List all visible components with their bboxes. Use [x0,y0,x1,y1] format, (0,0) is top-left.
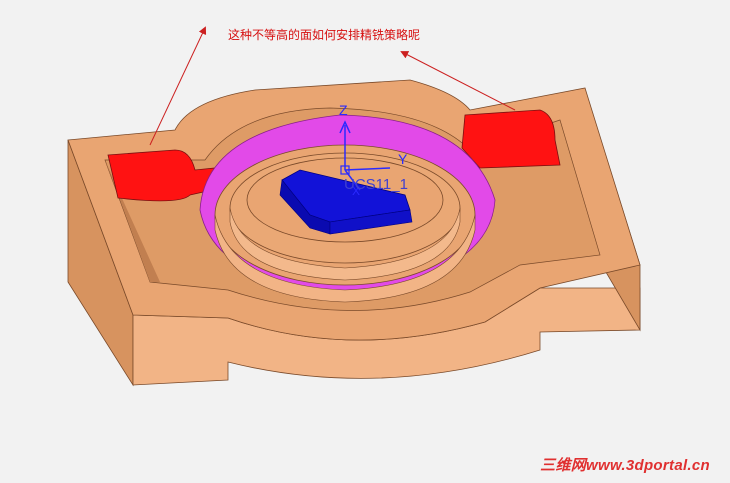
red-selected-faces[interactable] [107,109,561,202]
x-axis-line [344,169,361,191]
boss-inner-side[interactable] [229,207,461,281]
red-face-right[interactable] [461,109,561,169]
arrow-left-icon [149,26,207,146]
arrow-right-icon [400,51,516,111]
watermark: 三维网www.3dportal.cn [540,457,710,474]
annotation-arrows [149,26,516,146]
y-axis-line [344,167,391,171]
z-axis-arrow-icon [339,120,351,134]
blue-block-front[interactable] [329,209,413,235]
origin-marker-icon [340,165,350,175]
ucs-name-label: UCS11_1 [344,176,408,193]
blue-selected-block[interactable] [279,169,413,235]
boss-outer-side[interactable] [214,214,476,303]
y-axis-label: Y [398,151,408,167]
z-axis-label: Z [339,102,348,118]
annotation-note: 这种不等高的面如何安排精铣策略呢 [228,28,421,42]
ucs-triad[interactable] [339,120,391,191]
x-axis-label: X [352,184,361,198]
